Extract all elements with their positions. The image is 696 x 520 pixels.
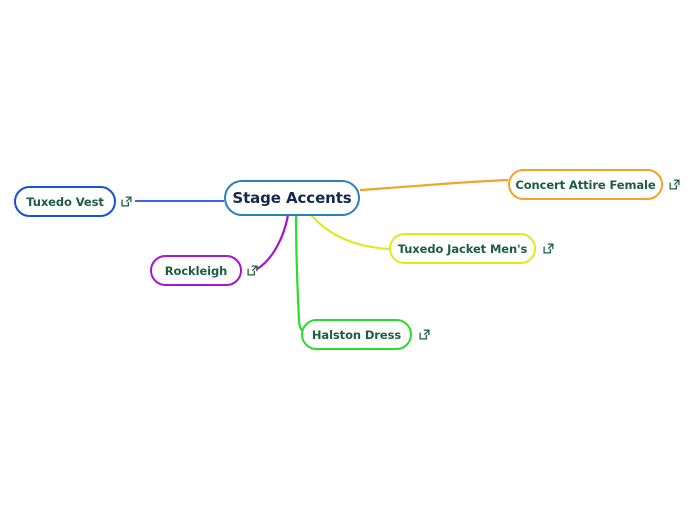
mind-map-node-concert-attire-female[interactable]: Concert Attire Female bbox=[508, 169, 663, 200]
node-label-rockleigh: Rockleigh bbox=[164, 263, 228, 278]
external-link-icon[interactable] bbox=[247, 265, 258, 276]
edge-concert-attire-female bbox=[359, 178, 509, 192]
edge-rockleigh bbox=[256, 214, 290, 270]
mind-map-node-tuxedo-jacket-mens[interactable]: Tuxedo Jacket Men's bbox=[389, 233, 536, 264]
node-label-tuxedo-jacket-mens: Tuxedo Jacket Men's bbox=[397, 241, 528, 256]
mind-map-root-node-stage-accents[interactable]: Stage Accents bbox=[224, 180, 360, 216]
node-label-concert-attire-female: Concert Attire Female bbox=[515, 177, 656, 192]
edge-halston-dress bbox=[294, 214, 311, 336]
external-link-icon[interactable] bbox=[543, 243, 554, 254]
edge-tuxedo-jacket-mens bbox=[310, 214, 390, 251]
mind-map-node-tuxedo-vest[interactable]: Tuxedo Vest bbox=[14, 186, 116, 217]
external-link-icon[interactable] bbox=[669, 179, 680, 190]
node-label-tuxedo-vest: Tuxedo Vest bbox=[26, 194, 104, 209]
mind-map-node-halston-dress[interactable]: Halston Dress bbox=[301, 319, 412, 350]
external-link-icon[interactable] bbox=[419, 329, 430, 340]
mind-map-node-rockleigh[interactable]: Rockleigh bbox=[150, 255, 242, 286]
external-link-icon[interactable] bbox=[121, 196, 132, 207]
node-label-halston-dress: Halston Dress bbox=[311, 327, 402, 342]
root-node-label: Stage Accents bbox=[232, 189, 352, 207]
